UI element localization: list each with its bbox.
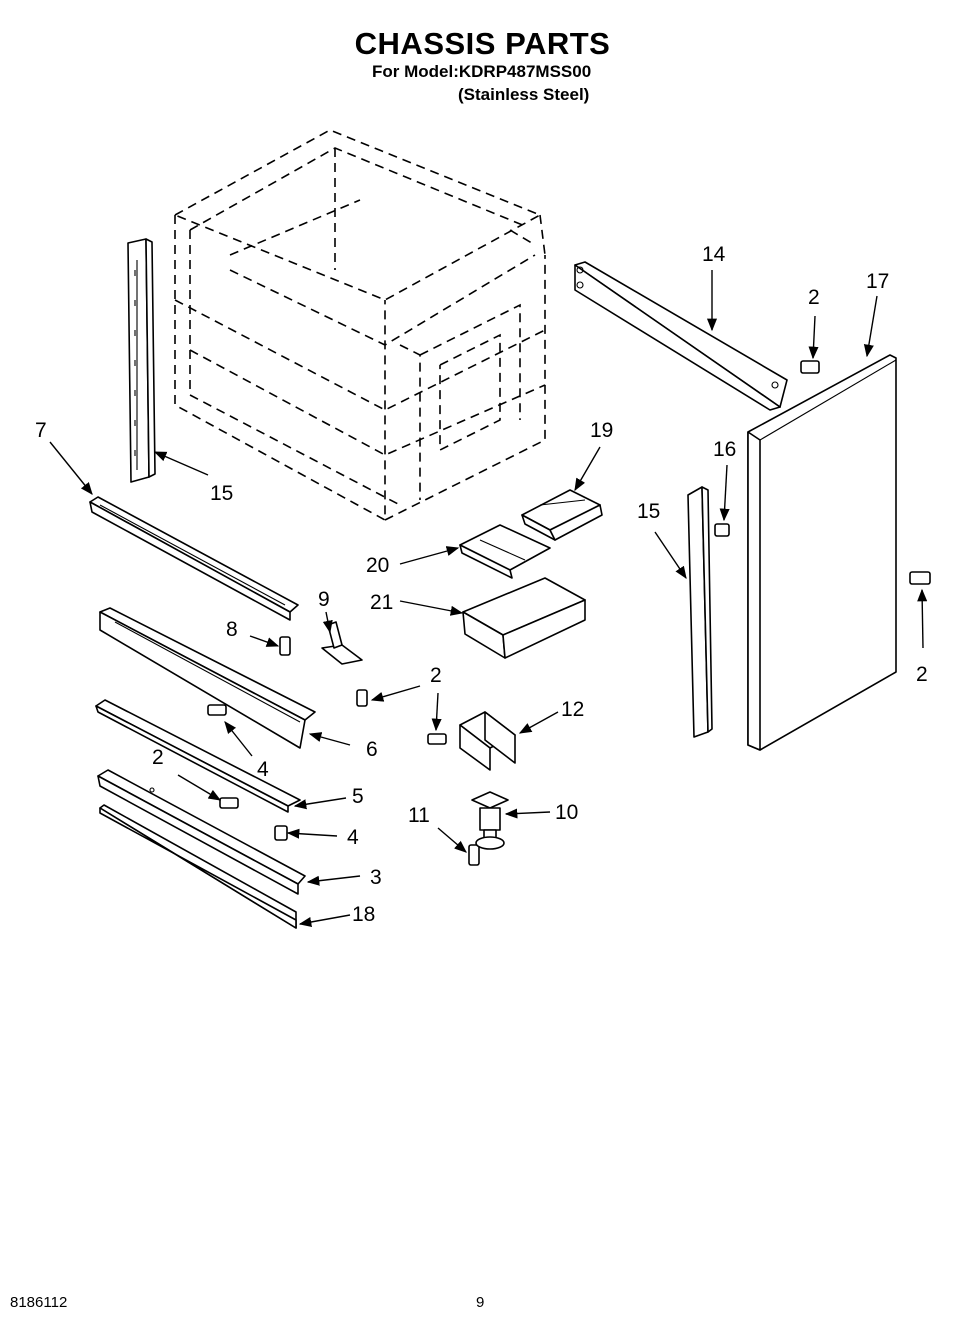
callout-2: 2 [916, 663, 928, 686]
part-15-right-rail [687, 486, 713, 738]
callout-2: 2 [430, 664, 442, 687]
part-19-tray [521, 489, 603, 541]
callout-15-left: 15 [210, 482, 233, 505]
leader-lines [49, 270, 928, 927]
callout-18: 18 [352, 903, 375, 926]
page-number: 9 [476, 1294, 485, 1311]
callout-19: 19 [590, 419, 613, 442]
callout-5: 5 [352, 785, 364, 808]
model-line: For Model:KDRP487MSS00 [372, 62, 592, 81]
document-number: 8186112 [10, 1294, 68, 1311]
part-15-left-rail [127, 238, 156, 483]
callout-9: 9 [318, 588, 330, 611]
callout-2: 2 [808, 286, 820, 309]
callout-17: 17 [866, 270, 889, 293]
part-17-side-panel [747, 354, 897, 751]
part-7-trim-bar [89, 496, 299, 621]
finish-line: (Stainless Steel) [458, 85, 590, 104]
part-9-clip [321, 621, 363, 665]
callout-21: 21 [370, 591, 393, 614]
callout-16: 16 [713, 438, 736, 461]
callout-3: 3 [370, 866, 382, 889]
callout-15-right: 15 [637, 500, 660, 523]
callout-14: 14 [702, 243, 726, 266]
callout-4: 4 [257, 758, 269, 781]
part-20-frame [459, 524, 551, 579]
part-12-bracket [459, 711, 516, 771]
callout-10: 10 [555, 801, 578, 824]
part-6-channel [99, 607, 316, 749]
callout-20: 20 [366, 554, 389, 577]
callout-labels: 14 2 17 7 15 19 16 15 20 21 9 8 2 2 12 6… [35, 243, 928, 926]
part-18-kick-plate [99, 804, 297, 929]
callout-4: 4 [347, 826, 359, 849]
callout-12: 12 [561, 698, 584, 721]
callout-7: 7 [35, 419, 47, 442]
part-10-leveling-leg [471, 791, 509, 850]
callout-6: 6 [366, 738, 378, 761]
page-title: CHASSIS PARTS [354, 26, 611, 61]
part-21-box [462, 577, 586, 659]
oven-cavity-outline [173, 129, 546, 522]
part-14-top-rail [574, 261, 788, 411]
callout-11: 11 [408, 804, 430, 827]
part-3-panel [97, 769, 306, 895]
callout-2: 2 [152, 746, 164, 769]
callout-8: 8 [226, 618, 238, 641]
